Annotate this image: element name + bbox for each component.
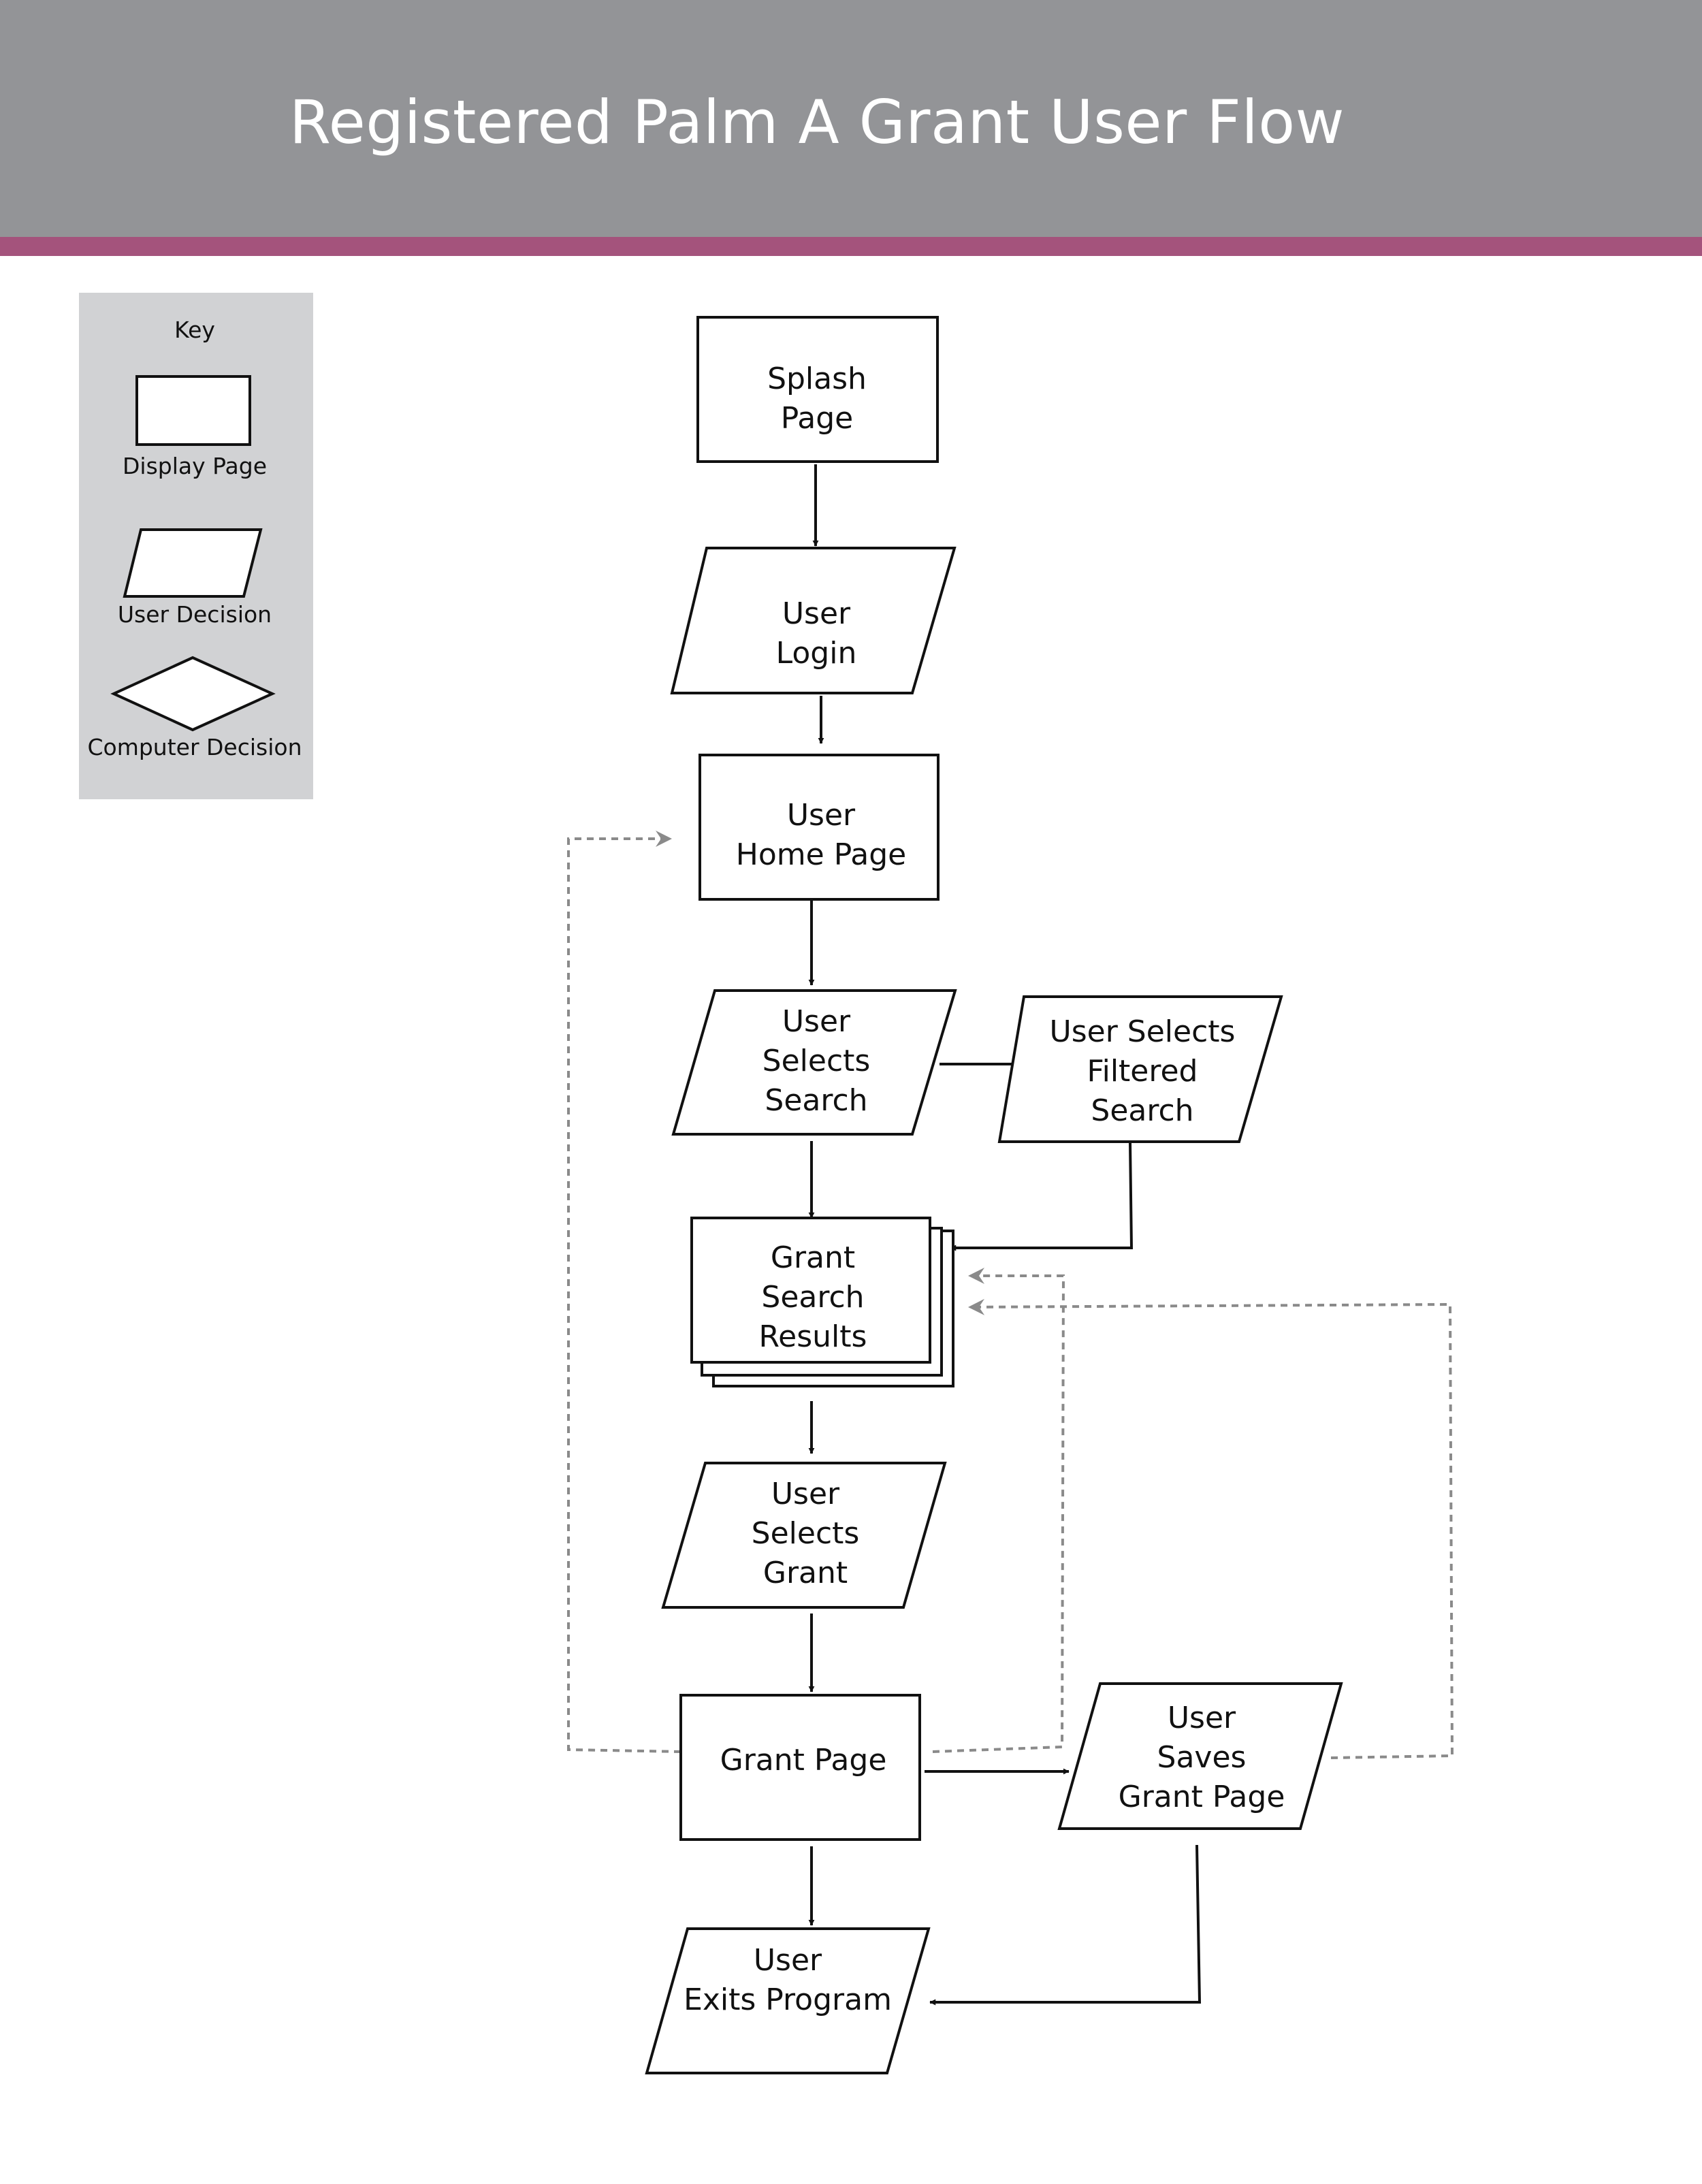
node-grant-search-results-line-2: Search bbox=[761, 1280, 864, 1315]
edge-save-to-exit bbox=[929, 1844, 1202, 2006]
node-grant-search-results-line-3: Results bbox=[759, 1319, 867, 1354]
node-splash-page: Splash Page bbox=[696, 316, 939, 463]
node-user-exits-program: User Exits Program bbox=[645, 1927, 931, 2074]
key-display-page-label: Display Page bbox=[123, 453, 267, 479]
node-user-selects-search-line-1: User bbox=[782, 1004, 851, 1039]
header-accent-stripe bbox=[0, 237, 1702, 256]
edge-filtered-to-results bbox=[950, 1142, 1134, 1251]
node-grant-page: Grant Page bbox=[679, 1694, 921, 1841]
node-filtered-search-line-2: Filtered bbox=[1087, 1054, 1198, 1089]
node-user-home-page-line-1: User bbox=[787, 798, 856, 833]
key-user-decision-shape bbox=[123, 528, 263, 598]
node-user-selects-search-line-3: Search bbox=[765, 1083, 867, 1118]
key-display-page-shape bbox=[135, 375, 251, 446]
node-user-selects-filtered-search: User Selects Filtered Search bbox=[997, 995, 1283, 1143]
node-user-saves-line-1: User bbox=[1168, 1701, 1236, 1735]
node-grant-search-results-line-1: Grant bbox=[771, 1240, 855, 1275]
node-user-exits-program-line-1: User bbox=[754, 1943, 822, 1978]
edge-grant-page-back-to-results bbox=[932, 1268, 1065, 1753]
key-computer-decision-shape bbox=[110, 656, 276, 732]
key-legend: Key Display Page User Decision Computer … bbox=[87, 317, 302, 760]
key-heading: Key bbox=[174, 317, 215, 343]
edge-grant-page-back-to-home bbox=[567, 831, 681, 1753]
node-grant-search-results: Grant Search Results bbox=[690, 1217, 954, 1387]
node-filtered-search-line-3: Search bbox=[1091, 1093, 1193, 1128]
node-splash-page-line-2: Page bbox=[781, 401, 854, 436]
node-user-selects-grant-line-1: User bbox=[771, 1477, 840, 1511]
solid-connectors bbox=[808, 464, 1202, 2006]
node-user-home-page-line-2: Home Page bbox=[736, 837, 906, 872]
node-user-login-line-2: Login bbox=[776, 636, 857, 671]
node-grant-page-line-1: Grant Page bbox=[720, 1743, 887, 1778]
node-user-login-line-1: User bbox=[782, 596, 851, 631]
page-title: Registered Palm A Grant User Flow bbox=[289, 87, 1345, 157]
node-user-saves-line-3: Grant Page bbox=[1119, 1780, 1285, 1814]
node-user-selects-search-line-2: Selects bbox=[762, 1044, 871, 1078]
node-user-saves-line-2: Saves bbox=[1157, 1740, 1247, 1775]
node-user-login: User Login bbox=[670, 547, 957, 694]
dashed-connectors bbox=[567, 831, 1454, 1759]
node-user-saves-grant-page: User Saves Grant Page bbox=[1057, 1682, 1343, 1830]
edge-save-back-to-results bbox=[968, 1298, 1454, 1759]
node-user-selects-grant-line-3: Grant bbox=[763, 1556, 848, 1590]
node-user-selects-grant-line-2: Selects bbox=[752, 1516, 860, 1551]
node-user-selects-search: User Selects Search bbox=[671, 989, 957, 1136]
node-user-selects-grant: User Selects Grant bbox=[661, 1462, 947, 1609]
header-bar bbox=[0, 0, 1702, 237]
node-splash-page-line-1: Splash bbox=[767, 362, 867, 396]
key-computer-decision-label: Computer Decision bbox=[87, 734, 302, 760]
node-user-exits-program-line-2: Exits Program bbox=[684, 1982, 892, 2017]
node-filtered-search-line-1: User Selects bbox=[1050, 1014, 1236, 1049]
key-user-decision-label: User Decision bbox=[118, 601, 272, 628]
node-user-home-page: User Home Page bbox=[699, 754, 940, 901]
